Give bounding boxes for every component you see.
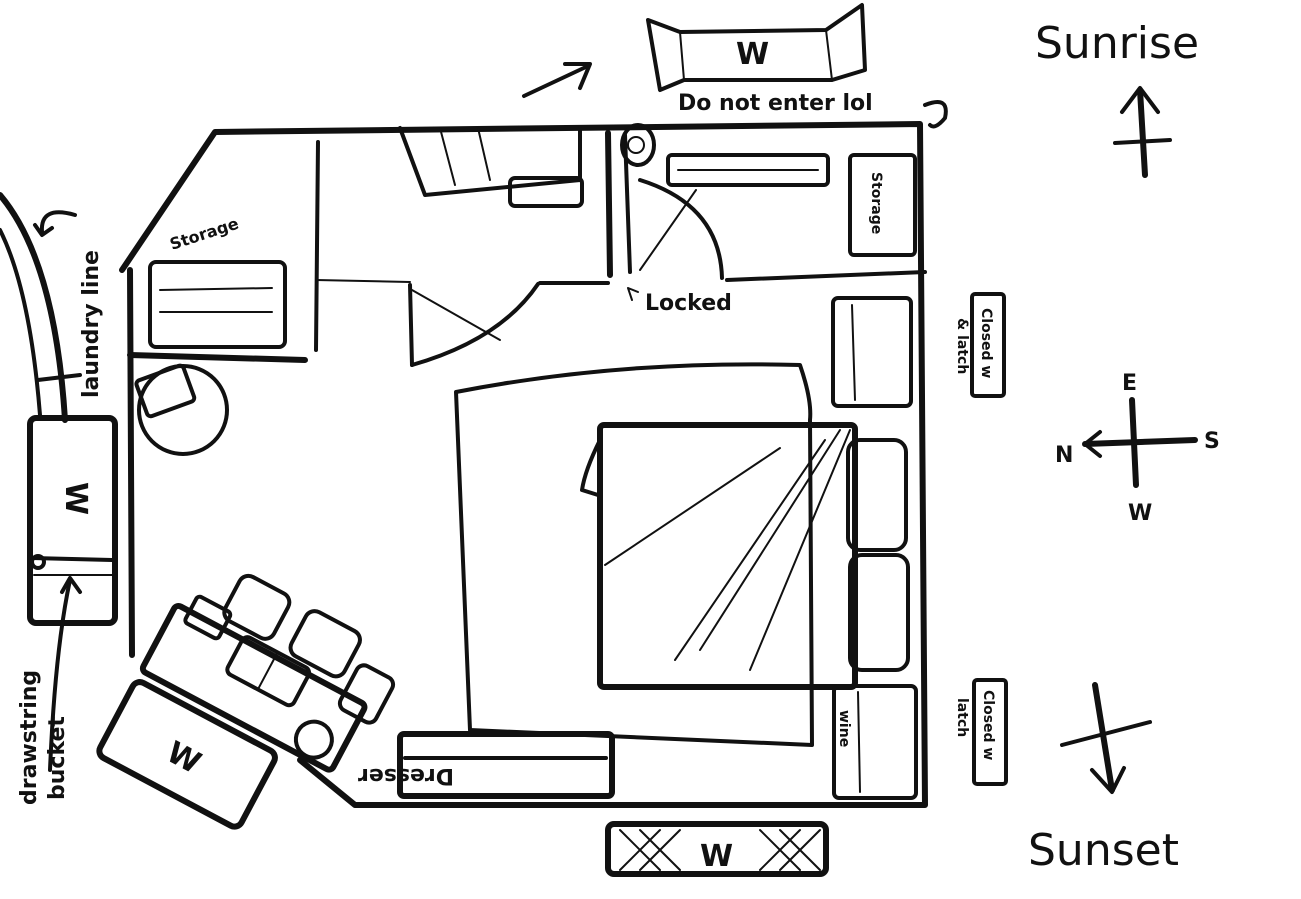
north-label: N bbox=[1055, 443, 1073, 468]
outer-walls bbox=[119, 121, 928, 808]
left-window-label: W bbox=[58, 482, 93, 515]
laundry-line: laundry line bbox=[0, 192, 104, 423]
sunrise-label: Sunrise bbox=[1035, 18, 1199, 69]
laundry-line-label: laundry line bbox=[79, 250, 104, 398]
nightstand-top bbox=[831, 296, 913, 408]
closed-w-top-label: Closed w bbox=[978, 308, 994, 378]
compass: Sunrise E S N W Sunset bbox=[1028, 18, 1220, 876]
dresser: Dresser bbox=[358, 731, 615, 799]
do-not-enter-label: Do not enter lol bbox=[678, 91, 873, 116]
locked-label: Locked bbox=[645, 291, 732, 316]
storage-right-label: Storage bbox=[868, 172, 884, 234]
west-label: W bbox=[1128, 501, 1152, 526]
desk-window-label: W bbox=[161, 735, 207, 781]
wine-label: wine bbox=[836, 710, 852, 747]
east-label: E bbox=[1122, 371, 1137, 396]
locked-room: Storage Locked bbox=[620, 123, 917, 316]
main-door bbox=[408, 282, 540, 367]
round-chair bbox=[134, 363, 229, 456]
bed bbox=[580, 422, 910, 690]
latch-top-label: & latch bbox=[954, 318, 970, 374]
left-window: W bbox=[27, 415, 118, 626]
desk-area: W bbox=[96, 573, 396, 830]
dresser-label: Dresser bbox=[358, 763, 454, 788]
wine-stand: wine bbox=[832, 684, 918, 800]
closet-shelves bbox=[398, 126, 584, 208]
drawstring-label: drawstring bbox=[17, 670, 42, 805]
storage-left: Storage bbox=[148, 214, 287, 349]
closed-w-bottom-label: Closed w bbox=[980, 690, 996, 760]
latch-bottom-label: latch bbox=[954, 698, 970, 737]
storage-left-label: Storage bbox=[167, 214, 241, 254]
sunset-label: Sunset bbox=[1028, 825, 1179, 876]
closed-window-top: Closed w & latch bbox=[954, 292, 1006, 398]
bottom-window: W bbox=[605, 821, 829, 877]
bucket-label: bucket bbox=[45, 716, 70, 800]
top-window-label: W bbox=[736, 37, 769, 72]
top-window: W Do not enter lol bbox=[522, 3, 948, 129]
closed-window-bottom: Closed w latch bbox=[954, 678, 1008, 786]
drawstring-bucket: drawstring bucket bbox=[17, 576, 82, 805]
rug bbox=[454, 362, 814, 747]
south-label: S bbox=[1204, 429, 1220, 454]
bottom-window-label: W bbox=[700, 839, 733, 874]
